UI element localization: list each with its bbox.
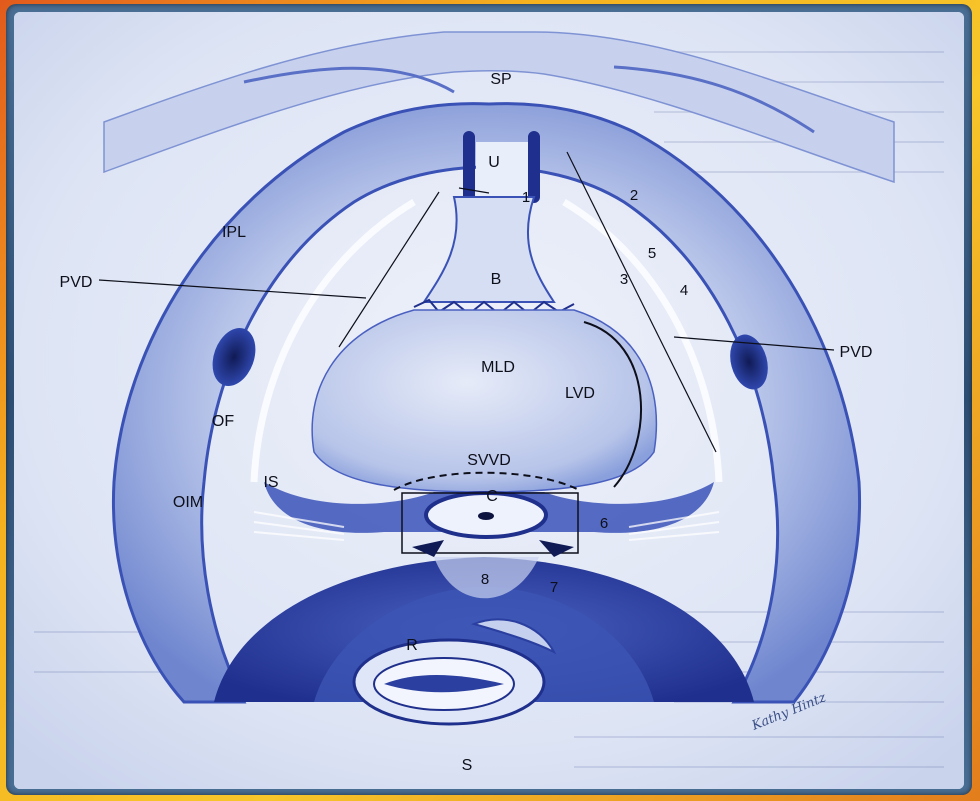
label-8: 8 (481, 571, 489, 588)
label-lvd: LVD (565, 385, 595, 402)
label-3: 3 (620, 271, 628, 288)
label-ipl: IPL (222, 224, 246, 241)
label-7: 7 (550, 579, 558, 596)
label-5: 5 (648, 245, 656, 262)
label-of: OF (212, 413, 234, 430)
cervical-os (478, 512, 494, 520)
label-u: U (488, 154, 500, 171)
label-svvd: SVVD (467, 452, 511, 469)
anatomy-illustration: SP U 1 2 3 4 5 6 7 8 IPL PVD PVD B MLD L… (14, 12, 964, 789)
label-is: IS (263, 474, 278, 491)
label-2: 2 (630, 187, 638, 204)
label-pvd-left: PVD (60, 274, 93, 291)
label-s: S (462, 757, 473, 774)
label-sp: SP (490, 71, 511, 88)
urethra-lumen (476, 142, 528, 197)
illustration-svg: SP U 1 2 3 4 5 6 7 8 IPL PVD PVD B MLD L… (14, 12, 964, 789)
label-1: 1 (522, 189, 530, 206)
label-oim: OIM (173, 494, 203, 511)
label-r: R (406, 637, 418, 654)
label-4: 4 (680, 282, 688, 299)
label-pvd-right: PVD (840, 344, 873, 361)
label-b: B (491, 271, 502, 288)
label-c: C (486, 488, 498, 505)
label-mld: MLD (481, 359, 515, 376)
label-6: 6 (600, 515, 608, 532)
